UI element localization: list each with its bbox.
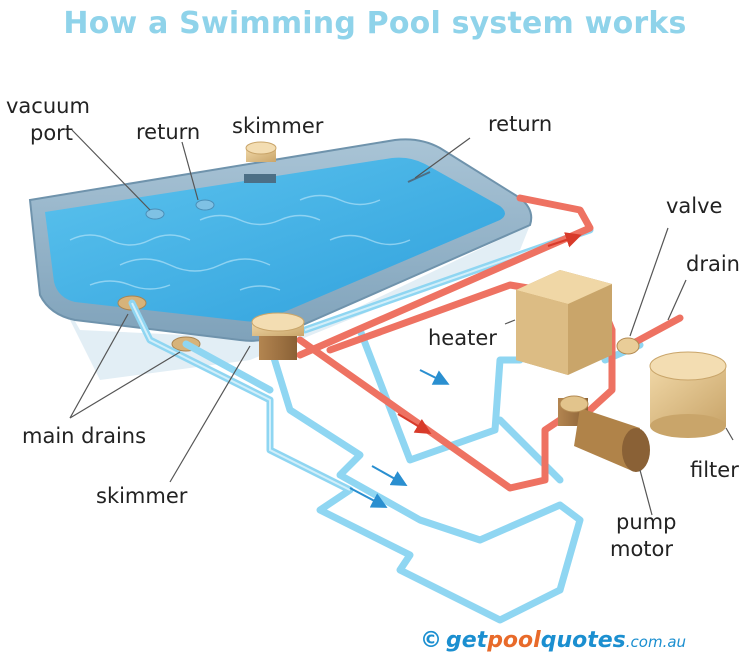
label-skimmer-bottom: skimmer	[96, 484, 188, 508]
pool-body	[40, 225, 530, 380]
label-pump-line1: pump	[616, 510, 677, 534]
heater-unit	[516, 270, 612, 375]
label-vacuum-port-line2: port	[30, 121, 74, 145]
brand-pool: pool	[487, 628, 541, 653]
return-jet-right	[407, 171, 431, 183]
label-pump-line2: motor	[610, 537, 674, 561]
label-valve: valve	[666, 194, 723, 218]
arrow-blue-2	[371, 465, 408, 486]
diagram-title: How a Swimming Pool system works	[63, 6, 687, 41]
brand-logo: ©getpoolquotes.com.au	[420, 628, 686, 653]
label-vacuum-port-line1: vacuum	[6, 94, 90, 118]
skimmer-basket	[251, 312, 305, 360]
vacuum-port	[145, 208, 165, 220]
valve-fitting	[616, 337, 640, 355]
pool-water	[45, 157, 505, 322]
label-drain: drain	[686, 252, 740, 276]
filter-tank	[649, 351, 727, 438]
brand-get: get	[446, 628, 488, 653]
arrow-red-1	[397, 413, 432, 435]
water-ripples	[69, 194, 411, 291]
label-return-left: return	[136, 120, 201, 144]
brand-domain: .com.au	[625, 633, 687, 651]
label-return-right: return	[488, 112, 553, 136]
brand-quotes: quotes	[540, 628, 626, 653]
arrow-blue-3	[349, 487, 388, 508]
skimmer-opening	[244, 174, 276, 183]
label-filter: filter	[690, 458, 739, 482]
arrow-blue-1	[419, 369, 450, 385]
label-skimmer-top: skimmer	[232, 114, 324, 138]
pump-motor	[558, 395, 650, 472]
label-heater: heater	[428, 326, 497, 350]
return-jet-left	[195, 199, 215, 211]
leader-lines	[69, 129, 734, 516]
skimmer-lid-top	[245, 141, 277, 162]
arrow-red-2	[547, 232, 582, 248]
label-main-drains: main drains	[22, 424, 147, 448]
copyright-symbol: ©	[420, 628, 442, 653]
